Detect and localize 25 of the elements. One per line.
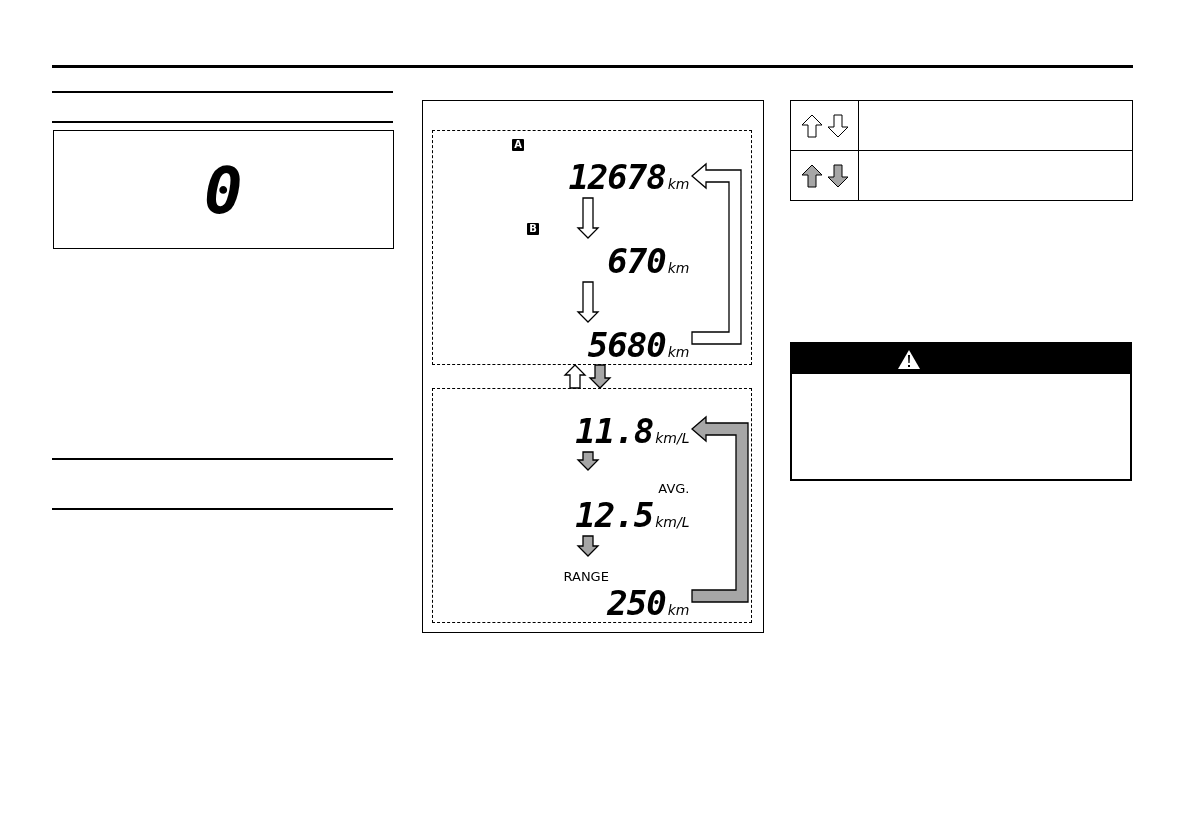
display-reading: 250 bbox=[607, 585, 666, 620]
unit-label: km bbox=[667, 175, 690, 192]
unit-label: km/L bbox=[655, 429, 690, 446]
block-arrow bbox=[576, 535, 600, 557]
block-arrow bbox=[576, 197, 600, 239]
block-arrow bbox=[576, 281, 600, 323]
letter-badge: B bbox=[527, 223, 539, 235]
unit-label: km/L bbox=[655, 513, 690, 530]
display-reading: 12.5 bbox=[575, 497, 654, 532]
display-digit: 0 bbox=[204, 159, 243, 223]
display-heading: RANGE bbox=[563, 567, 609, 586]
block-arrow bbox=[588, 364, 612, 389]
unit-label: km bbox=[667, 601, 690, 618]
block-arrow bbox=[691, 415, 749, 603]
block-arrow bbox=[576, 451, 600, 471]
display-reading: 11.8 bbox=[575, 413, 654, 448]
letter-badge: A bbox=[512, 139, 524, 151]
display-reading: 5680 bbox=[587, 327, 666, 362]
display-reading: 12678 bbox=[568, 159, 666, 194]
unit-label: km bbox=[667, 259, 690, 276]
display-heading: AVG. bbox=[658, 479, 690, 498]
block-arrow bbox=[563, 364, 587, 389]
unit-label: km bbox=[667, 343, 690, 360]
block-arrow bbox=[691, 162, 742, 345]
display-reading: 670 bbox=[607, 243, 666, 278]
